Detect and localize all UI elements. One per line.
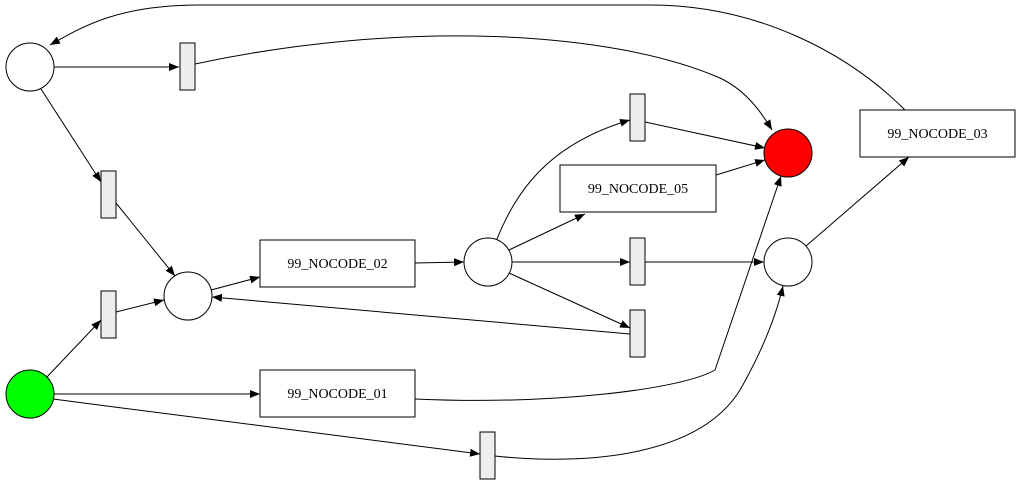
places — [5, 42, 813, 419]
arc-right-to-nocode-03 — [805, 156, 910, 247]
transition-nocode-02-label: 99_NOCODE_02 — [287, 257, 387, 272]
place-center — [463, 237, 513, 287]
silent-transitions — [100, 42, 646, 480]
labeled-transitions: 99_NOCODE_01 99_NOCODE_02 99_NOCODE_03 9… — [259, 109, 1016, 418]
place-mid-left — [163, 271, 213, 321]
transition-nocode-01-label: 99_NOCODE_01 — [287, 387, 387, 402]
arc-nocode-05-to-end — [715, 159, 766, 176]
silent-transition-bottom — [479, 431, 496, 480]
silent-transition-center-mid — [629, 237, 646, 286]
transition-nocode-05: 99_NOCODE_05 — [559, 164, 717, 213]
silent-transition-center-top — [629, 93, 646, 142]
transition-nocode-02: 99_NOCODE_02 — [259, 239, 416, 288]
arc-silent-center-top-to-end — [644, 121, 766, 150]
arc-silent-top-to-end — [194, 35, 773, 131]
transition-nocode-03-label: 99_NOCODE_03 — [887, 127, 987, 142]
silent-transition-top — [179, 42, 196, 91]
arc-top-left-to-silent-left-upper — [40, 88, 102, 183]
arc-center-to-silent-center-top — [496, 118, 631, 240]
start-place — [5, 369, 55, 419]
arcs — [40, 4, 910, 460]
transition-nocode-05-label: 99_NOCODE_05 — [588, 182, 688, 197]
arc-center-to-nocode-05 — [508, 213, 586, 251]
arc-silent-left-lower-to-mid-left — [115, 298, 165, 313]
transition-nocode-03: 99_NOCODE_03 — [859, 109, 1016, 158]
arc-start-to-silent-left-lower — [45, 319, 102, 379]
end-place — [763, 128, 813, 178]
arc-start-to-silent-bottom — [52, 398, 481, 457]
silent-transition-left-upper — [100, 170, 117, 219]
arc-silent-bottom-to-right — [494, 285, 785, 460]
transition-nocode-01: 99_NOCODE_01 — [259, 369, 416, 418]
arc-nocode-03-to-top-left — [49, 4, 906, 111]
silent-transition-center-low — [629, 309, 646, 358]
arc-silent-center-low-to-mid-left — [211, 293, 631, 335]
arc-silent-left-upper-to-mid-left — [115, 202, 176, 277]
arc-nocode-02-to-center — [414, 258, 465, 267]
place-right — [763, 237, 813, 287]
arc-mid-left-to-nocode-02 — [210, 275, 261, 291]
place-top-left — [5, 42, 55, 92]
silent-transition-left-lower — [100, 290, 117, 339]
arc-center-to-silent-center-low — [508, 272, 631, 329]
arc-nocode-01-to-end — [414, 175, 782, 401]
